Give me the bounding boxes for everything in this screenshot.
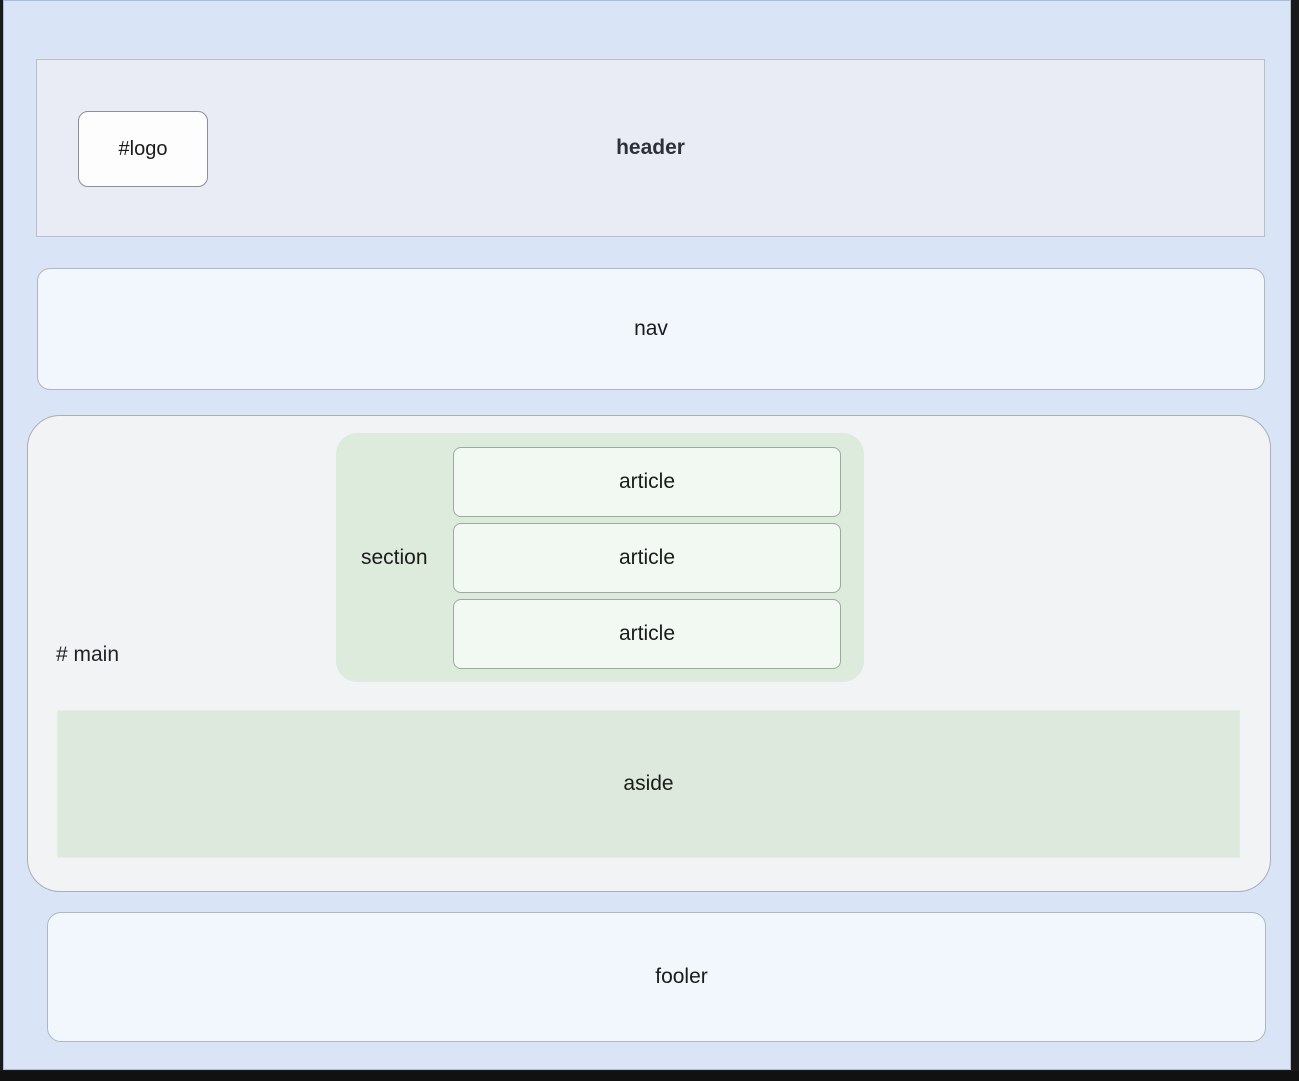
nav-region[interactable]: nav (37, 268, 1265, 390)
header-label: header (616, 136, 685, 159)
article-item[interactable]: article (453, 447, 841, 517)
section-label: section (361, 545, 428, 569)
logo-box[interactable]: #logo (78, 111, 208, 187)
bottom-strip (0, 1071, 1299, 1081)
article-list: article article article (453, 447, 841, 669)
article-item[interactable]: article (453, 599, 841, 669)
article-item[interactable]: article (453, 523, 841, 593)
main-region[interactable]: # main section article article article a… (27, 415, 1271, 892)
footer-region[interactable]: fooler (47, 912, 1266, 1042)
header-region[interactable]: header #logo (36, 59, 1265, 237)
main-label: # main (56, 643, 120, 666)
section-region[interactable]: section article article article (336, 433, 864, 682)
aside-region[interactable]: aside (57, 710, 1240, 858)
page-canvas: header #logo nav # main section article … (3, 0, 1291, 1070)
footer-label: fooler (655, 965, 708, 988)
